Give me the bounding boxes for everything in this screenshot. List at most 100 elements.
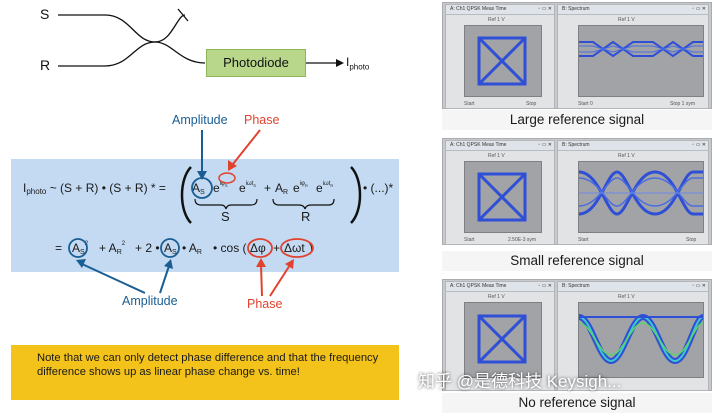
panel3-right-ylabel: Ref 1 V — [618, 294, 635, 300]
line2-plus3: + — [273, 241, 281, 255]
panel2-right-start: Start — [578, 237, 589, 243]
equation-tail: • (...)* — [363, 181, 394, 195]
eye-diagram-trace — [579, 313, 703, 365]
watermark-text: 知乎 @是德科技 Keysigh... — [418, 372, 622, 391]
panel1-eye-plot — [578, 25, 704, 97]
input-s-label: S — [40, 6, 50, 22]
panel2-right-title: B: Spectrum — [558, 141, 708, 151]
phase-arrow-bottom-2 — [269, 264, 291, 297]
panel2-right-stop: Stop — [686, 237, 697, 243]
window-controls-icon[interactable]: ▫ ▭ ✕ — [538, 142, 552, 148]
panel1-right-title: B: Spectrum — [558, 5, 708, 15]
exp-omega-s: eiωtS — [239, 181, 257, 195]
panel1-constellation-plot — [464, 25, 542, 97]
line2-plus-two: + 2 • — [135, 241, 160, 255]
panel2-left-title: A: Ch1 QPSK Meas Time — [446, 141, 554, 151]
constellation-trace — [477, 314, 527, 364]
line2-delta-omega-t: Δωt — [284, 241, 305, 255]
r-fiber-line — [58, 41, 206, 67]
panel3-eye-plot — [578, 302, 704, 378]
equation-lhs: Iphoto ~ (S + R) • (S + R) * = — [23, 181, 166, 196]
brace-s — [194, 198, 258, 210]
amplitude-arrowhead-bottom-2 — [164, 259, 173, 269]
window-controls-icon[interactable]: ▫ ▭ ✕ — [692, 283, 706, 289]
big-right-paren — [350, 166, 362, 224]
panel2-left-start: Start — [464, 237, 475, 243]
line2-close-paren: ) — [309, 241, 313, 255]
plus-sign: + — [264, 181, 272, 195]
window-controls-icon[interactable]: ▫ ▭ ✕ — [538, 283, 552, 289]
phase-circle-top — [218, 172, 236, 184]
brace-r — [272, 198, 335, 210]
phase-arrow-top — [232, 129, 261, 165]
window-controls-icon[interactable]: ▫ ▭ ✕ — [538, 6, 552, 12]
fiber-terminator — [177, 8, 189, 22]
line2-delta-phi: Δφ — [250, 241, 266, 255]
note-box: Note that we can only detect phase diffe… — [11, 345, 399, 400]
panel2-eye-window: B: Spectrum ▫ ▭ ✕ Ref 1 V Start Stop — [557, 140, 709, 245]
panel1-left-title: A: Ch1 QPSK Meas Time — [446, 5, 554, 15]
line2-ar-term: + AR2 — [99, 241, 126, 256]
window-controls-icon[interactable]: ▫ ▭ ✕ — [692, 142, 706, 148]
panel1-eye-window: B: Spectrum ▫ ▭ ✕ Ref 1 V Start 0 Stop 1… — [557, 4, 709, 109]
phase-label-bottom: Phase — [247, 297, 283, 311]
constellation-trace — [477, 172, 527, 222]
amplitude-label-top: Amplitude — [172, 113, 228, 127]
panel-large-reference: A: Ch1 QPSK Meas Time ▫ ▭ ✕ Ref 1 V Star… — [442, 2, 712, 109]
panel1-left-ylabel: Ref 1 V — [488, 17, 505, 23]
line2-cos: • cos ( — [213, 241, 247, 255]
line2-equals: = — [55, 241, 63, 255]
phase-label-top: Phase — [244, 113, 280, 127]
phase-arrowhead-bottom-1 — [256, 258, 266, 267]
constellation-trace — [477, 36, 527, 86]
iphoto-output-label: Iphoto — [346, 55, 370, 72]
phase-arrowhead-top — [228, 160, 237, 171]
panel2-constellation-plot — [464, 161, 542, 233]
panel1-right-ylabel: Ref 1 V — [618, 17, 635, 23]
exp-phi-r: eiφR — [293, 181, 308, 195]
note-text: Note that we can only detect phase diffe… — [37, 352, 379, 378]
brace-s-label: S — [221, 209, 230, 224]
window-controls-icon[interactable]: ▫ ▭ ✕ — [692, 6, 706, 12]
phase-circle-bottom-2 — [280, 238, 314, 258]
term-as: AS — [192, 181, 205, 196]
amplitude-arrow-bottom-1 — [81, 263, 146, 294]
equation-panel: Iphoto ~ (S + R) • (S + R) * = AS eiφS e… — [11, 159, 399, 272]
panel2-right-ylabel: Ref 1 V — [618, 153, 635, 159]
phase-arrow-bottom-1 — [260, 264, 263, 297]
brace-r-label: R — [301, 209, 311, 224]
eye-diagram-trace — [579, 170, 703, 216]
panel3-constellation-window: A: Ch1 QPSK Meas Time ▫ ▭ ✕ Ref 1 V — [445, 281, 555, 391]
panel-small-reference: A: Ch1 QPSK Meas Time ▫ ▭ ✕ Ref 1 V Star… — [442, 138, 712, 245]
eye-diagram-trace — [579, 40, 703, 58]
panel1-left-start: Start — [464, 101, 475, 107]
panel3-left-ylabel: Ref 1 V — [488, 294, 505, 300]
caption-large-reference: Large reference signal — [442, 110, 712, 130]
photodiode-box: Photodiode — [206, 49, 306, 77]
panel1-constellation-window: A: Ch1 QPSK Meas Time ▫ ▭ ✕ Ref 1 V Star… — [445, 4, 555, 109]
panel2-left-stop: 2.50E-3 sym — [508, 237, 537, 243]
amplitude-arrowhead-bottom-1 — [76, 259, 86, 268]
term-ar: AR — [275, 181, 289, 196]
annotation-arrows — [76, 129, 294, 297]
panel3-eye-window: B: Spectrum ▫ ▭ ✕ Ref 1 V — [557, 281, 709, 391]
phase-arrowhead-bottom-2 — [285, 259, 294, 269]
amplitude-circle-bottom-2 — [160, 238, 180, 258]
panel3-left-title: A: Ch1 QPSK Meas Time — [446, 282, 554, 292]
amplitude-label-bottom: Amplitude — [122, 294, 178, 308]
panel3-constellation-plot — [464, 302, 542, 378]
amplitude-arrow-bottom-2 — [159, 265, 170, 294]
line2-ar-second: • AR — [182, 241, 202, 256]
panel2-eye-plot — [578, 161, 704, 233]
output-arrow-head — [336, 59, 344, 67]
phase-circle-bottom-1 — [247, 238, 273, 258]
amplitude-arrowhead-top — [197, 171, 207, 180]
panel1-left-stop: Stop — [526, 101, 537, 107]
caption-small-reference: Small reference signal — [442, 251, 712, 271]
panel3-right-title: B: Spectrum — [558, 282, 708, 292]
panel1-right-start: Start 0 — [578, 101, 593, 107]
amplitude-circle-bottom-1 — [68, 238, 88, 258]
panel2-constellation-window: A: Ch1 QPSK Meas Time ▫ ▭ ✕ Ref 1 V Star… — [445, 140, 555, 245]
exp-phi-s: eiφS — [213, 181, 228, 195]
panel1-right-stop: Stop 1 sym — [670, 101, 696, 107]
